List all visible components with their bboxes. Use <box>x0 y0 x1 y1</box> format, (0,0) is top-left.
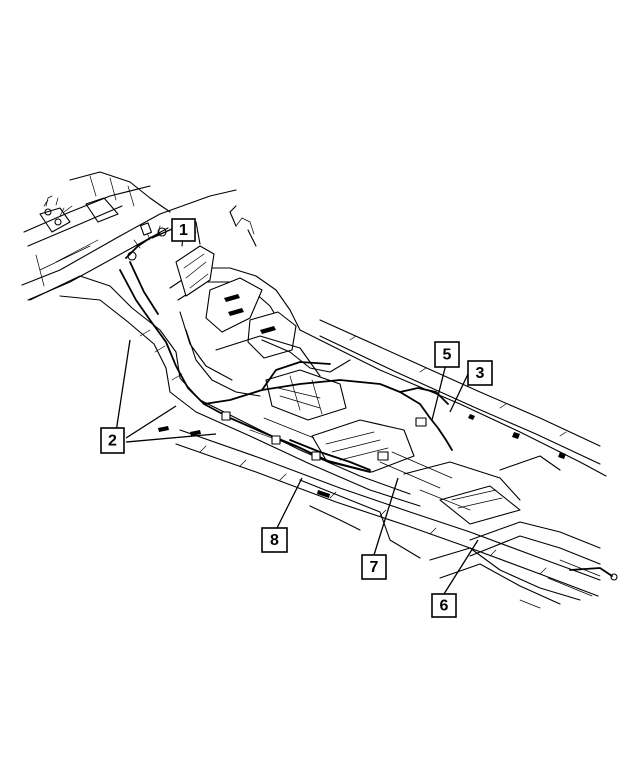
callout-6-label: 6 <box>440 598 449 615</box>
wiring-harness <box>44 195 453 473</box>
callout-2-label: 2 <box>108 433 117 450</box>
callout-2: 2 <box>100 427 125 454</box>
callout-3-label: 3 <box>476 365 485 382</box>
callout-6: 6 <box>431 593 457 618</box>
callout-1: 1 <box>171 218 196 242</box>
callout-5-label: 5 <box>443 347 452 364</box>
callout-8: 8 <box>261 527 288 553</box>
leader-lines <box>115 228 479 595</box>
chassis-frame <box>21 171 618 609</box>
callout-7-label: 7 <box>370 559 379 576</box>
callout-1-label: 1 <box>179 222 188 239</box>
callout-7: 7 <box>361 554 387 580</box>
callout-3: 3 <box>467 360 493 386</box>
callout-8-label: 8 <box>270 532 279 549</box>
callout-5: 5 <box>434 341 460 368</box>
floor-pan <box>158 205 561 525</box>
